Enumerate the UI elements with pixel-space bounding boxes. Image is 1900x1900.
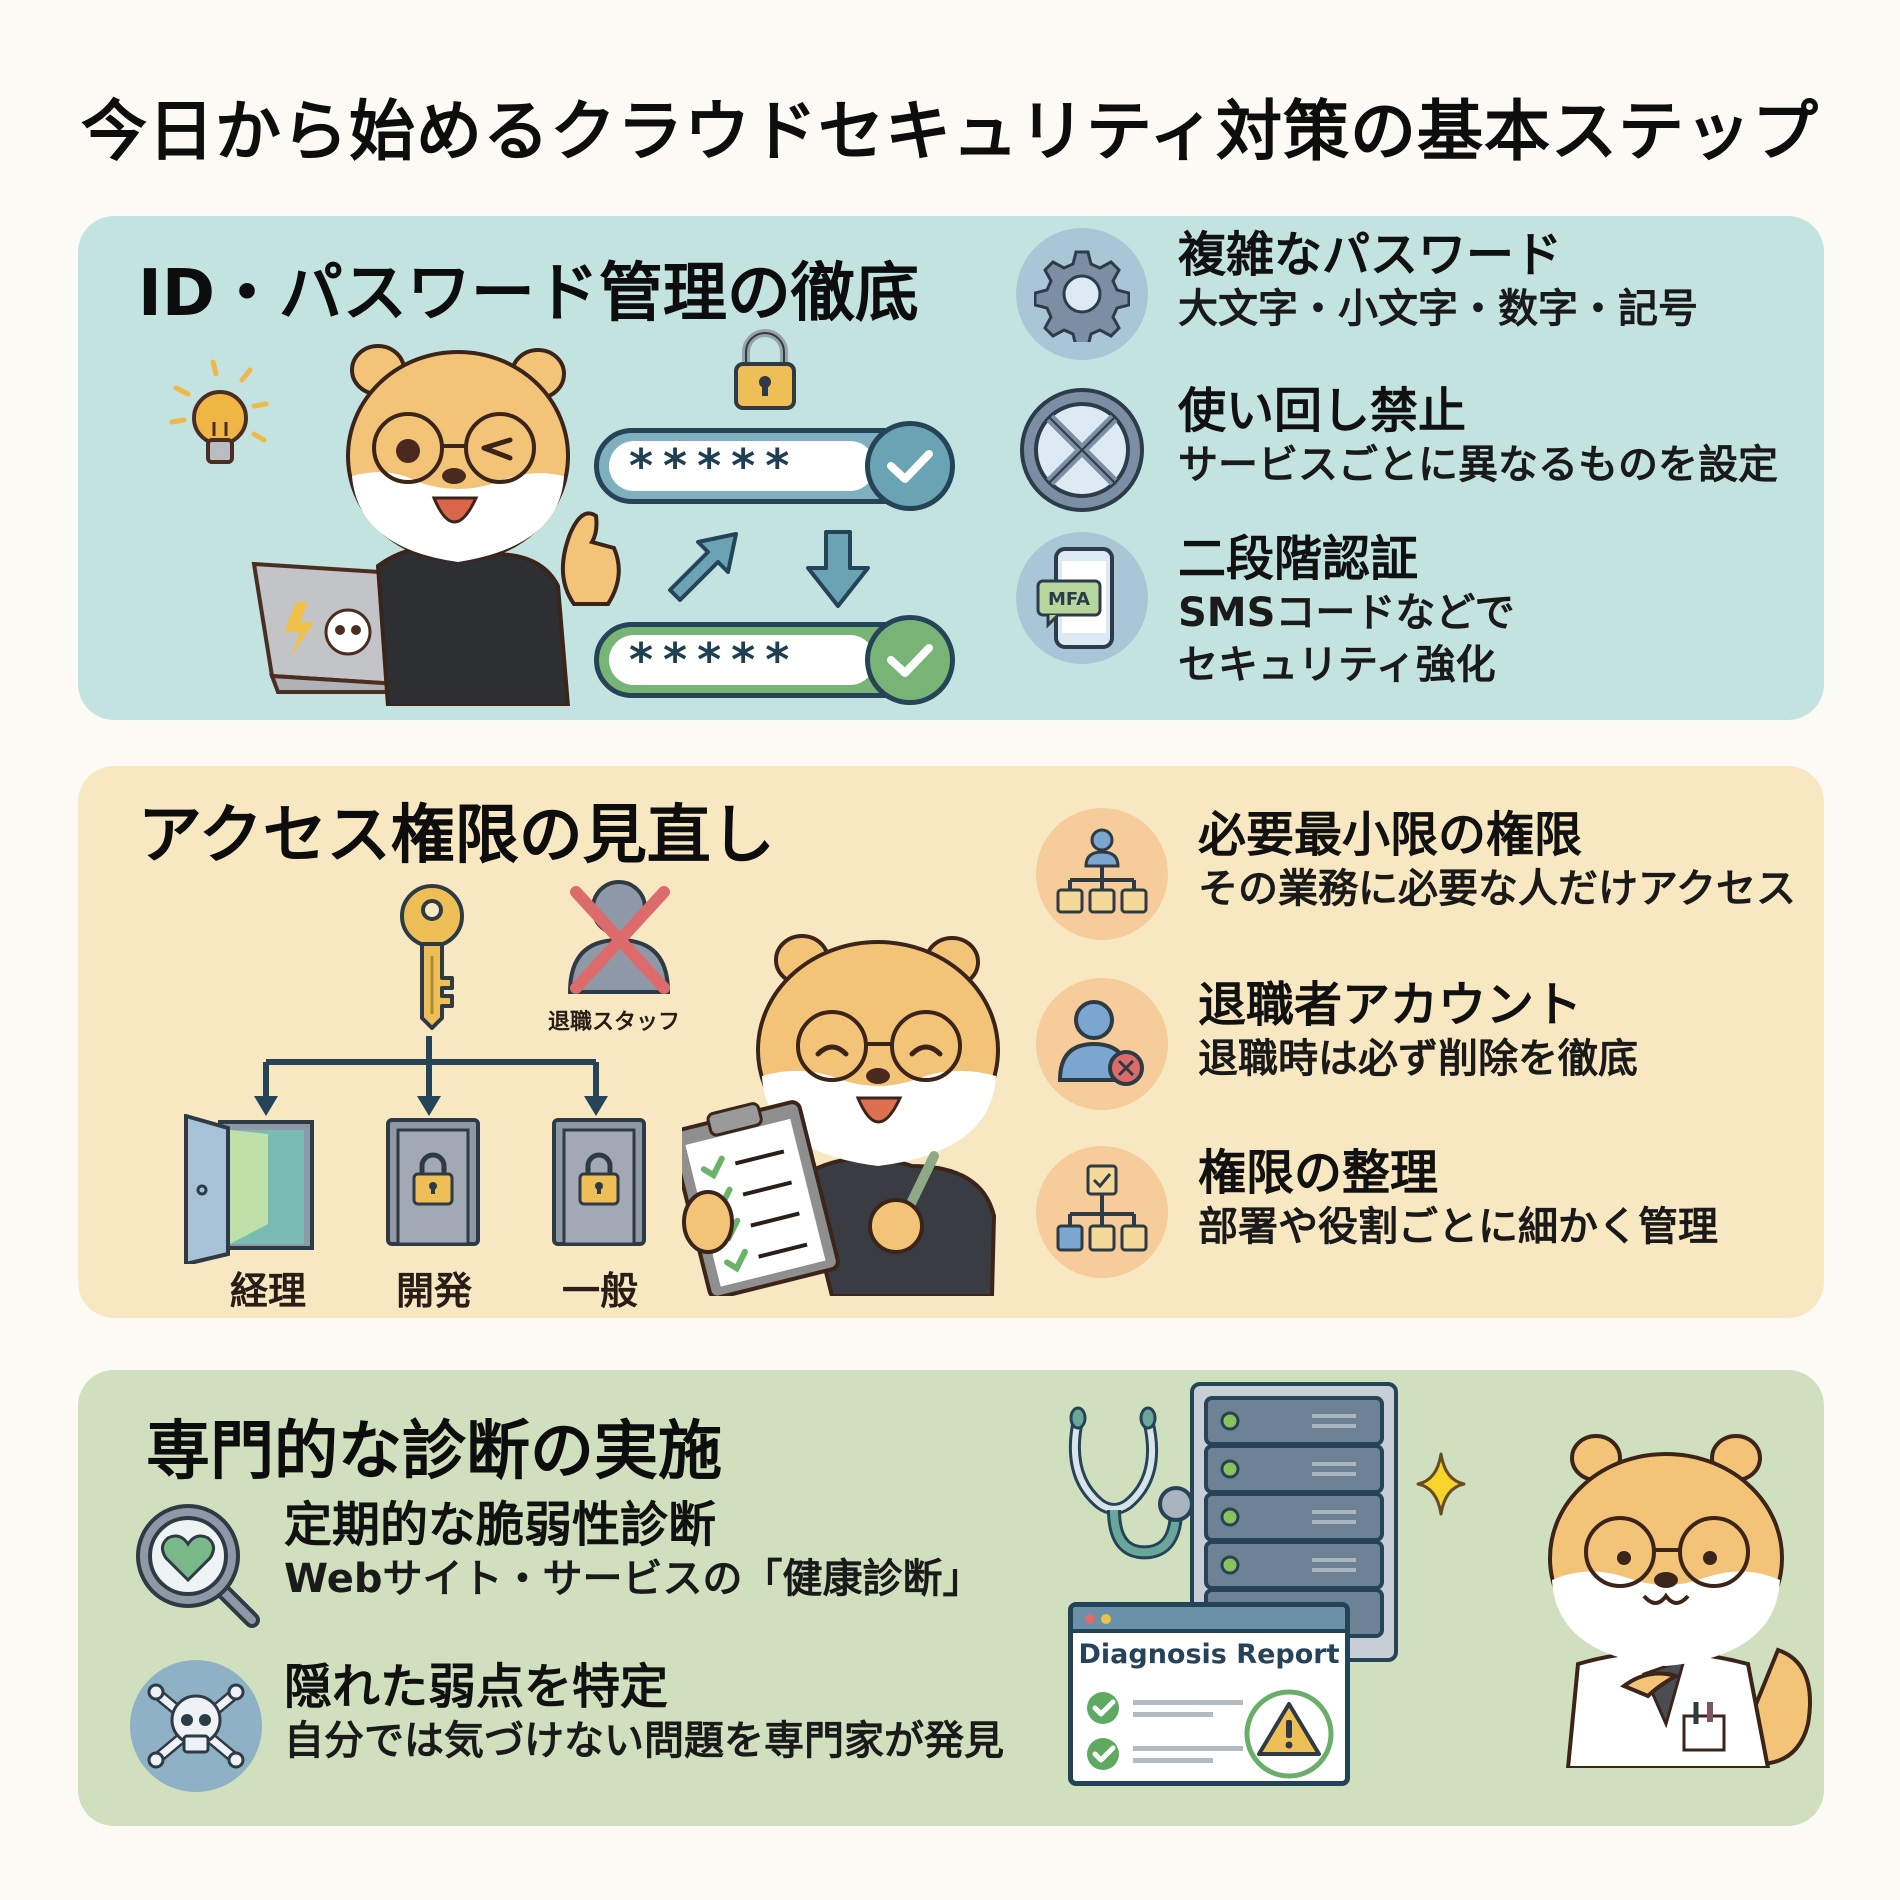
password-mask: *****	[629, 439, 800, 493]
feature-desc: Webサイト・サービスの「健康診断」	[284, 1556, 983, 1603]
feature-organize-rights: 権限の整理 部署や役割ごとに細かく管理	[1036, 1145, 1718, 1278]
lightbulb-icon	[168, 356, 278, 486]
feature-retired-accounts: 退職者アカウント 退職時は必ず削除を徹底	[1036, 977, 1638, 1110]
padlock-icon	[730, 328, 800, 412]
feature-no-reuse: 使い回し禁止 サービスごとに異なるものを設定	[1016, 383, 1778, 516]
check-icon	[1087, 1738, 1119, 1770]
warning-icon	[1244, 1689, 1334, 1779]
feature-title: 複雑なパスワード	[1178, 227, 1563, 283]
otter-clipboard-icon	[682, 926, 1022, 1296]
password-field-2: *****	[594, 615, 955, 705]
password-field-1: *****	[594, 421, 955, 511]
feature-vulnerability-scan: 定期的な脆弱性診断 Webサイト・サービスの「健康診断」	[130, 1497, 983, 1630]
feature-find-weaknesses: 隠れた弱点を特定 自分では気づけない問題を専門家が発見	[130, 1659, 1004, 1792]
feature-desc: SMSコードなどで	[1178, 590, 1515, 637]
feature-title: 使い回し禁止	[1178, 383, 1467, 439]
section-heading: 専門的な診断の実施	[146, 1415, 722, 1489]
locked-door-icon	[384, 1116, 482, 1248]
minimize-dot-icon	[1101, 1614, 1111, 1624]
otter-doctor-icon	[1508, 1424, 1828, 1768]
gear-icon	[1016, 228, 1148, 360]
magnifier-heart-icon	[130, 1498, 262, 1630]
sparkle-icon	[1416, 1452, 1466, 1516]
report-title: Diagnosis Report	[1078, 1639, 1340, 1670]
department-label-development: 開発	[395, 1269, 472, 1313]
org-chart-user-icon	[1036, 808, 1168, 940]
feature-desc: 部署や役割ごとに細かく管理	[1198, 1204, 1718, 1251]
retired-staff-icon	[564, 878, 674, 994]
section-heading: アクセス権限の見直し	[138, 799, 775, 873]
window-titlebar	[1073, 1607, 1345, 1633]
check-icon	[865, 421, 955, 511]
feature-desc: その業務に必要な人だけアクセス	[1198, 866, 1796, 913]
otter-wink-thumbs-up-icon	[248, 336, 628, 706]
check-icon	[865, 615, 955, 705]
feature-desc: サービスごとに異なるものを設定	[1178, 442, 1778, 489]
close-dot-icon	[1085, 1614, 1095, 1624]
diagnosis-report-window: Diagnosis Report	[1068, 1602, 1350, 1786]
section-access-rights: アクセス権限の見直し 退職スタッフ	[78, 766, 1824, 1318]
locked-door-icon	[550, 1116, 648, 1248]
feature-two-factor: MFA 二段階認証 SMSコードなどで セキュリティ強化	[1016, 531, 1515, 691]
feature-complex-password: 複雑なパスワード 大文字・小文字・数字・記号	[1016, 227, 1698, 360]
department-label-general: 一般	[561, 1269, 638, 1313]
feature-title: 権限の整理	[1198, 1145, 1439, 1201]
org-chart-check-icon	[1036, 1146, 1168, 1278]
feature-least-privilege: 必要最小限の権限 その業務に必要な人だけアクセス	[1036, 807, 1796, 940]
key-icon	[394, 882, 470, 1032]
skull-crossbones-icon	[130, 1660, 262, 1792]
section-heading: ID・パスワード管理の徹底	[138, 257, 919, 331]
arrow-up-right-icon	[664, 528, 744, 604]
feature-title: 必要最小限の権限	[1198, 807, 1583, 863]
department-label-accounting: 経理	[229, 1269, 306, 1313]
section-expert-diagnosis: 専門的な診断の実施 定期的な脆弱性診断 Webサイト・サービスの「健康診断」	[78, 1370, 1824, 1826]
feature-title: 隠れた弱点を特定	[284, 1659, 669, 1715]
retired-staff-label: 退職スタッフ	[548, 1010, 681, 1035]
stethoscope-icon	[1064, 1406, 1194, 1566]
arrow-down-icon	[804, 528, 874, 612]
access-tree-connector	[254, 1036, 614, 1126]
feature-desc: 自分では気づけない問題を専門家が発見	[284, 1718, 1004, 1765]
feature-desc: セキュリティ強化	[1178, 642, 1496, 689]
check-icon	[1087, 1692, 1119, 1724]
svg-text:MFA: MFA	[1048, 589, 1090, 610]
open-door-icon	[182, 1114, 320, 1264]
feature-title: 退職者アカウント	[1198, 977, 1583, 1033]
feature-title: 二段階認証	[1178, 531, 1419, 587]
password-mask: *****	[629, 633, 800, 687]
smartphone-mfa-icon: MFA	[1016, 532, 1148, 664]
page-title: 今日から始めるクラウドセキュリティ対策の基本ステップ	[80, 93, 1820, 170]
feature-desc: 大文字・小文字・数字・記号	[1178, 286, 1698, 333]
section-password-management: ID・パスワード管理の徹底	[78, 216, 1824, 720]
feature-desc: 退職時は必ず削除を徹底	[1198, 1036, 1638, 1083]
user-remove-icon	[1036, 978, 1168, 1110]
prohibited-x-icon	[1016, 384, 1148, 516]
feature-title: 定期的な脆弱性診断	[284, 1497, 717, 1553]
